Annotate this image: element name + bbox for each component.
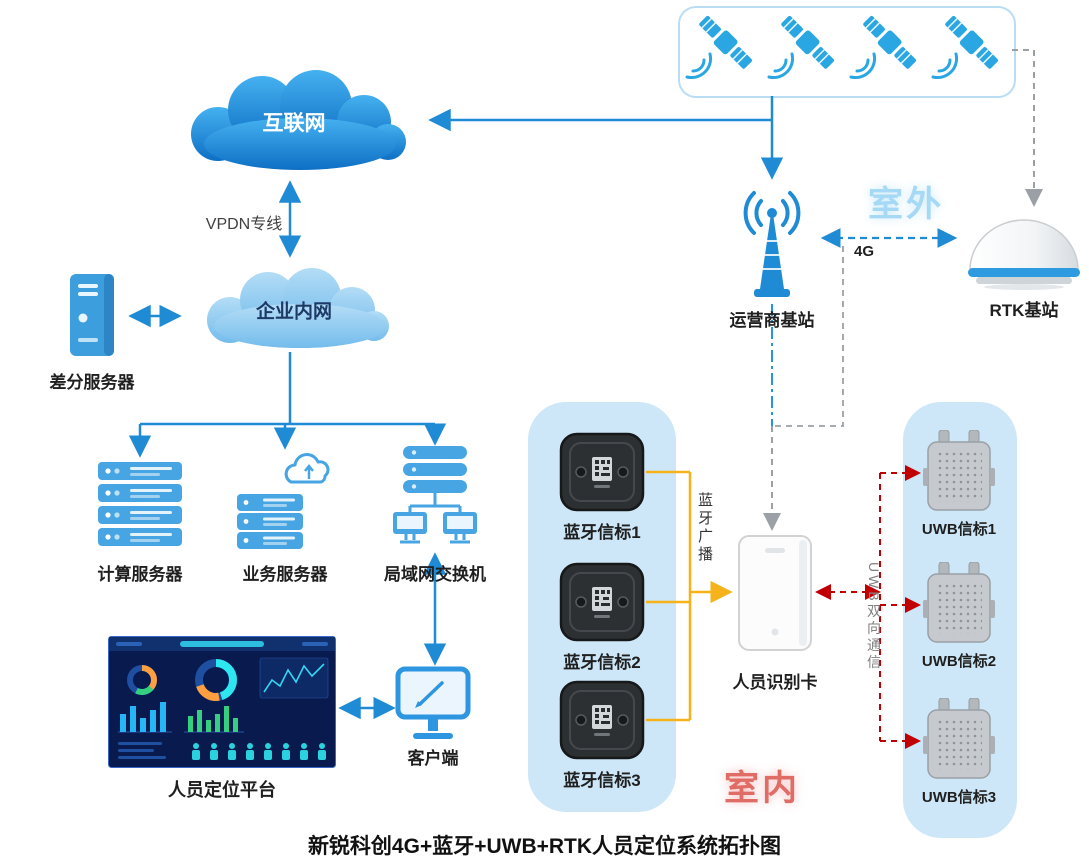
satellite-row (685, 11, 1003, 80)
bt-broadcast-label: 蓝牙广播 (696, 492, 713, 564)
cloud-icon (191, 70, 406, 170)
business-server-node (235, 450, 335, 555)
bt-beacon-1-node (558, 428, 646, 521)
rtk-station-node (962, 212, 1086, 297)
intranet-cloud: 企业内网 (184, 260, 404, 359)
uwb-beacon-icon (923, 429, 995, 511)
satellite-icon (931, 11, 1003, 80)
satellite-group-box (678, 6, 1016, 98)
lan-switch-label: 局域网交换机 (384, 565, 486, 584)
uwb-beacon-1-node (923, 429, 995, 521)
uwb-beacon-3-label: UWB信标3 (921, 789, 997, 806)
person-card-label: 人员识别卡 (732, 673, 818, 692)
person-card-node (737, 534, 813, 657)
uwb-comm-label: UWB双向通信 (866, 562, 882, 672)
internet-cloud: 互联网 (166, 64, 422, 181)
diff-server-node (60, 272, 124, 365)
compute-server-node (94, 460, 186, 555)
monitor-icon (395, 666, 471, 739)
lan-switch-node (387, 446, 483, 557)
carrier-station-node (720, 183, 824, 308)
internet-label: 互联网 (262, 112, 326, 135)
bt-beacon-2-label: 蓝牙信标2 (563, 653, 641, 672)
bluetooth-beacon-icon (559, 562, 645, 642)
indoor-zone-label: 室内 (724, 769, 801, 808)
outdoor-zone-label: 室外 (868, 185, 945, 224)
uwb-beacon-2-node (923, 561, 995, 653)
diff-server-label: 差分服务器 (49, 373, 135, 392)
4g-link-label: 4G (853, 243, 875, 260)
bt-beacon-1-label: 蓝牙信标1 (563, 523, 641, 542)
compute-server-label: 计算服务器 (97, 565, 183, 584)
server-tower-icon (70, 274, 114, 356)
bt-beacon-3-node (558, 676, 646, 769)
uwb-beacon-2-label: UWB信标2 (921, 653, 997, 670)
link-intranet-branch (140, 352, 435, 426)
client-node (395, 666, 471, 755)
bluetooth-beacon-icon (559, 680, 645, 760)
network-switch-icon (393, 446, 477, 544)
rtk-station-label: RTK基站 (989, 301, 1059, 320)
antenna-tower-icon (743, 191, 801, 297)
bt-beacon-3-label: 蓝牙信标3 (563, 771, 641, 790)
id-card-device-icon (738, 535, 812, 651)
rtk-dome-icon (968, 219, 1080, 290)
uwb-beacon-icon (923, 561, 995, 643)
satellite-icon (685, 11, 757, 80)
sync-cloud (284, 453, 330, 484)
business-server-label: 业务服务器 (242, 565, 328, 584)
satellite-icon (767, 11, 839, 80)
uwb-beacon-icon (923, 697, 995, 779)
server-rack-icon (98, 462, 182, 546)
satellite-icon (849, 11, 921, 80)
bt-beacon-2-node (558, 558, 646, 651)
vpdn-link-label: VPDN专线 (205, 216, 283, 233)
platform-node (108, 636, 336, 773)
uwb-beacon-3-node (923, 697, 995, 789)
uwb-beacon-1-label: UWB信标1 (921, 521, 997, 538)
platform-label: 人员定位平台 (168, 780, 276, 800)
client-label: 客户端 (407, 749, 459, 768)
dashboard-screenshot (108, 636, 336, 768)
bluetooth-beacon-icon (559, 432, 645, 512)
diagram-title: 新锐科创4G+蓝牙+UWB+RTK人员定位系统拓扑图 (307, 835, 782, 858)
cloud-icon (207, 268, 389, 348)
cloud-server-icon (237, 453, 330, 549)
intranet-label: 企业内网 (255, 301, 333, 323)
carrier-station-label: 运营商基站 (729, 311, 815, 330)
